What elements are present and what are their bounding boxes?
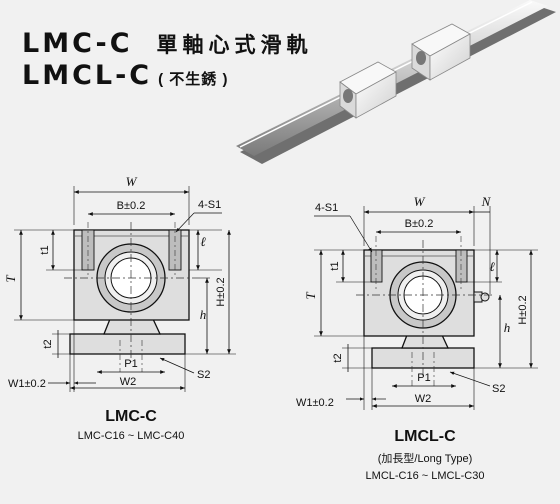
lmcl-c-label-t1: t1: [329, 261, 341, 270]
lmcl-c-label-h: h: [504, 320, 511, 335]
lmcl-c-caption-range: LMCL-C16 ~ LMCL-C30: [365, 470, 485, 482]
lmcl-c-label-n: N: [481, 194, 492, 209]
stainless-note: ( 不生銹 ): [158, 71, 229, 88]
lmc-c-label-p1: P1: [124, 358, 137, 370]
lmcl-c-label-s2: S2: [492, 383, 505, 395]
lmc-c-label-hh: H±0.2: [215, 277, 227, 306]
lmcl-c-caption-title: LMCL-C: [394, 428, 456, 445]
lmc-c-dimension-labels: W B±0.2 4-S1 T t1 t2 ℓ h H±0.2 P1 S2 W1±…: [3, 174, 227, 390]
lmcl-c-label-w2: W2: [415, 393, 432, 405]
lmc-c-caption-range: LMC-C16 ~ LMC-C40: [77, 430, 185, 442]
lmc-c-drawing: [14, 186, 236, 392]
title-block: LMC-C 單軸心式滑軌 LMCL-C ( 不生銹 ): [22, 28, 313, 92]
lmc-c-label-w2: W2: [120, 376, 137, 388]
lmc-c-label-b: B±0.2: [117, 200, 146, 212]
lmcl-c-drawing: [314, 206, 538, 410]
lmcl-c-label-t2: t2: [332, 353, 344, 362]
product-name-chinese: 單軸心式滑軌: [156, 33, 313, 57]
lmcl-c-label-p1: P1: [417, 372, 430, 384]
lmcl-c-label-b: B±0.2: [405, 218, 434, 230]
lmcl-c-label-t: T: [303, 292, 318, 300]
lmcl-c-caption: LMCL-C (加長型/Long Type) LMCL-C16 ~ LMCL-C…: [330, 428, 520, 482]
lmc-c-label-t2: t2: [42, 339, 54, 348]
lmcl-c-label-l: ℓ: [489, 259, 495, 274]
lmcl-c-dimension-labels: W N B±0.2 4-S1 T t1 t2 ℓ h H±0.2 P1 S2 W…: [296, 194, 529, 409]
product-photo: [236, 0, 556, 164]
model-name-lmc-c: LMC-C: [22, 28, 133, 59]
lmc-c-label-h: h: [200, 307, 207, 322]
lmc-c-caption: LMC-C LMC-C16 ~ LMC-C40: [36, 408, 226, 442]
lmcl-c-label-s1: 4-S1: [315, 202, 338, 214]
lmcl-c-label-hh: H±0.2: [517, 295, 529, 324]
lmc-c-label-s1: 4-S1: [198, 199, 221, 211]
lmc-c-caption-title: LMC-C: [105, 408, 157, 425]
lmc-c-label-l: ℓ: [200, 234, 206, 249]
model-name-lmcl-c: LMCL-C: [22, 60, 153, 91]
lmcl-c-caption-type: (加長型/Long Type): [377, 453, 473, 465]
lmc-c-label-s2: S2: [197, 369, 210, 381]
lmc-c-label-t1: t1: [39, 245, 51, 254]
lmc-c-label-w: W: [126, 174, 138, 189]
lmcl-c-label-w1: W1±0.2: [296, 397, 334, 409]
lmc-c-label-w1: W1±0.2: [8, 378, 46, 390]
lmc-c-label-t: T: [3, 275, 18, 283]
lmcl-c-label-w: W: [414, 194, 426, 209]
